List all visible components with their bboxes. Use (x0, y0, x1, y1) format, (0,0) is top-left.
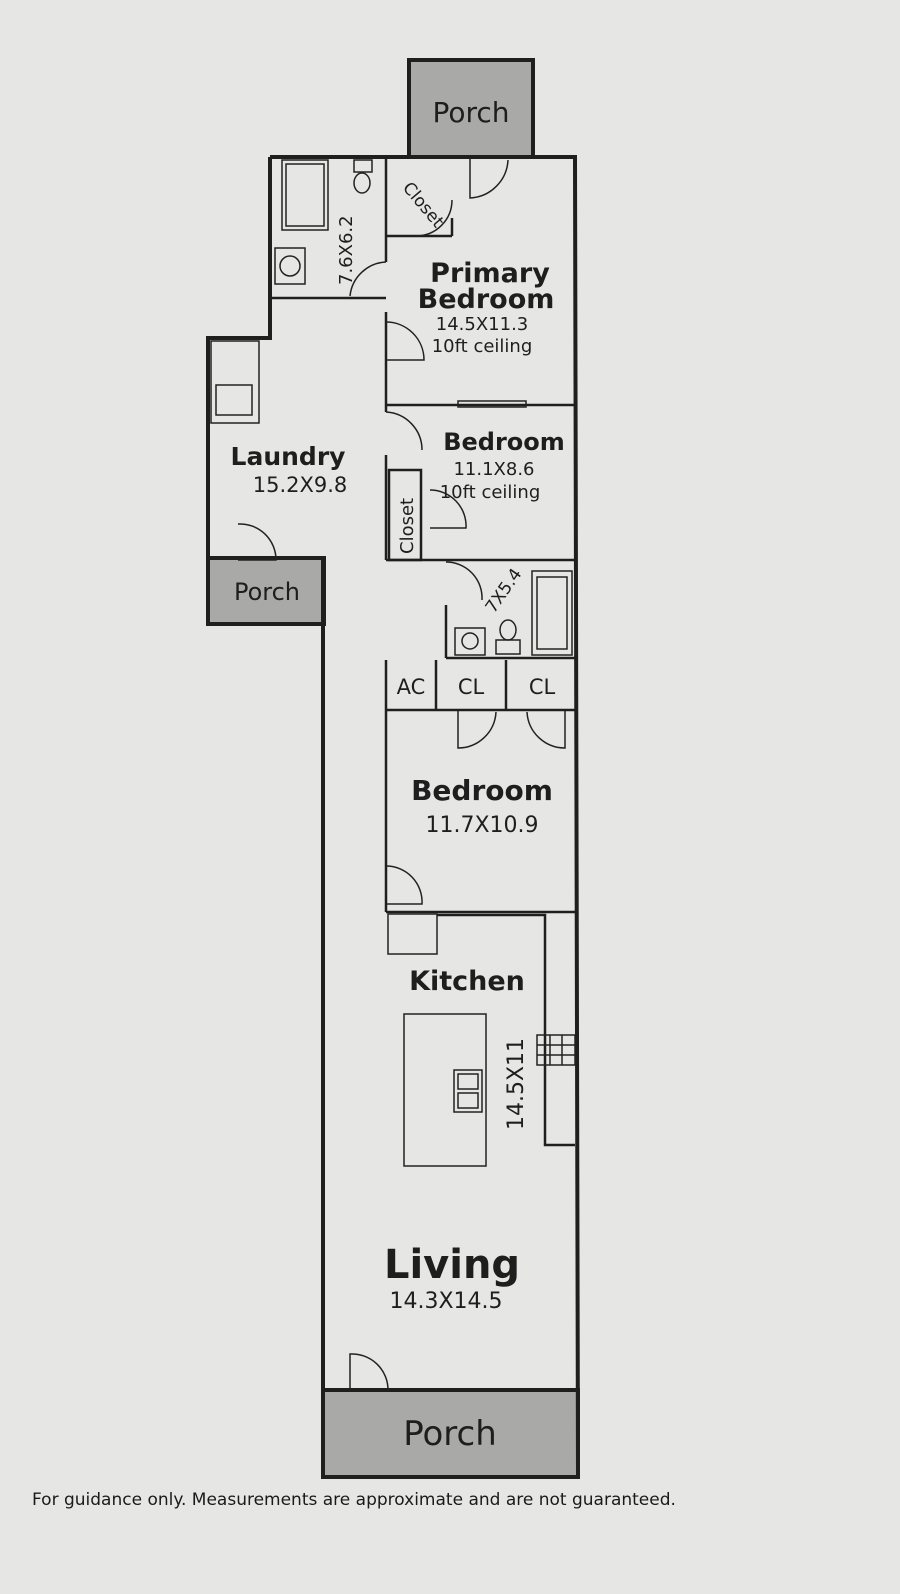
kitchen-counter (437, 913, 575, 1147)
label-bath2-dim: 7X5.4 (482, 565, 527, 617)
label-laundry: Laundry (231, 442, 346, 471)
stove (536, 1034, 576, 1066)
label-porch-left: Porch (234, 578, 300, 606)
bathtub-inner (536, 576, 568, 650)
label-porch-bottom: Porch (403, 1414, 497, 1454)
label-closet-primary: Closet (398, 178, 448, 232)
bath1-toilet (353, 172, 371, 194)
door-living-porch[interactable] (349, 1353, 389, 1391)
label-primary-2: Bedroom (418, 284, 555, 315)
bathtub (531, 570, 573, 656)
island-sink (453, 1069, 483, 1113)
bath2-sink (454, 627, 486, 656)
bath1-toilet-tank (353, 159, 373, 173)
label-kitchen: Kitchen (409, 966, 525, 997)
label-bedroom3-dim: 11.7X10.9 (425, 813, 538, 838)
fridge (387, 913, 438, 955)
kitchen-island (403, 1013, 487, 1167)
outer-wall (206, 155, 581, 1479)
sliding-door (457, 400, 527, 408)
bath1-sink-bowl (279, 255, 301, 277)
bath2-toilet (499, 619, 517, 641)
label-living-dim: 14.3X14.5 (389, 1289, 502, 1314)
door-cl2[interactable] (526, 710, 566, 749)
label-kitchen-dim: 14.5X11 (504, 1038, 529, 1130)
label-laundry-dim: 15.2X9.8 (253, 473, 348, 497)
washer (210, 340, 260, 424)
door-bath2[interactable] (445, 561, 483, 601)
bath2-sink-bowl (461, 632, 479, 650)
label-bedroom3: Bedroom (411, 774, 553, 807)
label-bedroom2-dim: 11.1X8.6 (453, 459, 534, 480)
door-porch-left[interactable] (237, 523, 277, 561)
door-cl1[interactable] (457, 710, 497, 749)
label-cl1: CL (458, 675, 485, 699)
porch-left (206, 556, 326, 626)
label-bedroom2-ceiling: 10ft ceiling (440, 482, 541, 503)
label-closet-bedroom2: Closet (397, 498, 418, 554)
door-bedroom2[interactable] (385, 411, 423, 451)
label-primary-dim: 14.5X11.3 (436, 314, 529, 335)
door-bedroom2-closet[interactable] (429, 489, 467, 529)
door-porch-top[interactable] (469, 157, 509, 199)
island-sink-bowl-1 (457, 1073, 479, 1090)
label-porch-top: Porch (432, 96, 509, 129)
label-cl2: CL (529, 675, 556, 699)
door-bedroom3[interactable] (385, 865, 423, 905)
washer-lid (215, 384, 253, 416)
door-bath1[interactable] (349, 261, 387, 297)
shower-floor (285, 163, 325, 227)
door-primary-closet[interactable] (415, 199, 453, 237)
label-living: Living (384, 1242, 520, 1288)
label-ac: AC (397, 675, 426, 699)
porch-top (407, 58, 535, 159)
label-bath1-dim: 7.6X6.2 (336, 215, 357, 285)
island-sink-bowl-2 (457, 1092, 479, 1109)
shower (281, 159, 329, 231)
label-bedroom2: Bedroom (443, 428, 565, 456)
bath2-toilet-tank (495, 639, 521, 655)
label-primary-1: Primary (430, 258, 550, 289)
door-primary[interactable] (385, 321, 425, 361)
bath1-sink (274, 247, 306, 285)
label-primary-ceiling: 10ft ceiling (432, 336, 533, 357)
disclaimer-text: For guidance only. Measurements are appr… (32, 1490, 676, 1510)
